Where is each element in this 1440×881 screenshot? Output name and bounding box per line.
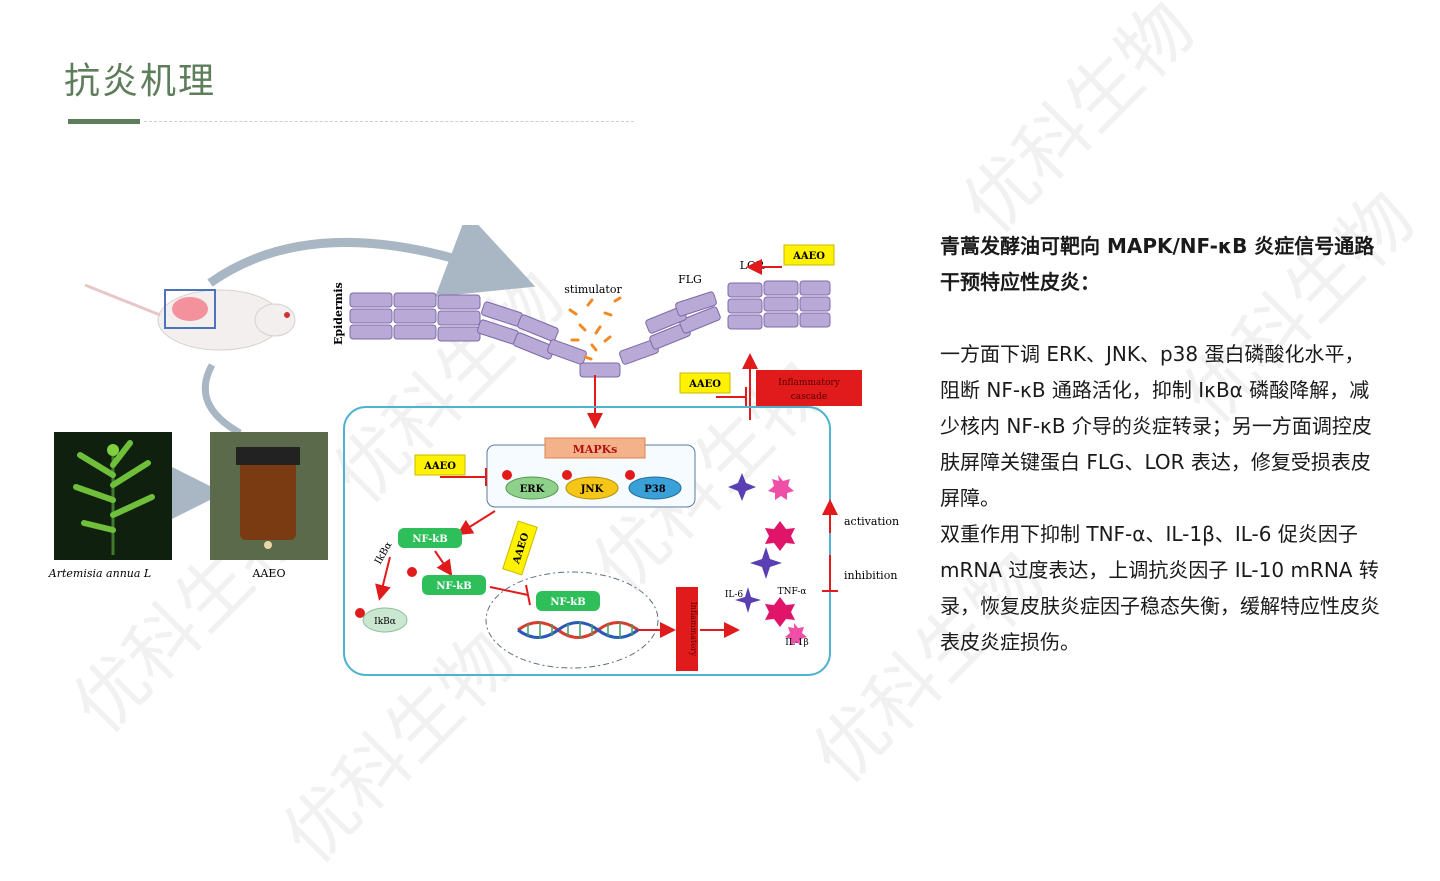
inflammatory-cascade-box — [756, 370, 862, 406]
tnfa-label: TNF-α — [778, 587, 807, 597]
inflammatory-cascade-label: cascade — [791, 392, 828, 402]
epidermis-cells — [349, 280, 831, 378]
svg-text:NF-kB: NF-kB — [412, 534, 447, 545]
svg-text:ERK: ERK — [520, 484, 545, 495]
title-divider — [144, 121, 634, 122]
inflammatory-vertical-box — [676, 587, 698, 671]
phospho-marker — [407, 567, 417, 577]
aaeo-tag: AAEO — [502, 520, 538, 576]
cytokine-symbols — [728, 473, 807, 645]
svg-text:P38: P38 — [644, 484, 665, 495]
nfkb-node — [536, 591, 600, 611]
p38-node — [628, 476, 682, 500]
mapks-tag — [544, 437, 646, 459]
flg-label: FLG — [678, 273, 702, 286]
phospho-markers — [502, 470, 635, 480]
nfkb-node — [398, 528, 462, 548]
aaeo-caption: AAEO — [252, 567, 286, 580]
ikba-label: IkBα — [373, 540, 395, 567]
svg-text:NF-kB: NF-kB — [550, 597, 585, 608]
cell-boundary — [343, 406, 831, 676]
il1b-label: IL-1β — [785, 638, 809, 648]
il6-label: IL-6 — [725, 590, 744, 600]
skin-lesion-marker — [164, 289, 216, 329]
svg-text:AAEO: AAEO — [688, 379, 721, 390]
epidermis-label: Epidermis — [332, 282, 345, 345]
svg-text:AAEO: AAEO — [792, 251, 825, 262]
stimulator-label: stimulator — [564, 283, 622, 296]
description-paragraph: 双重作用下抑制 TNF-α、IL-1β、IL-6 促炎因子 mRNA 过度表达，… — [940, 522, 1380, 654]
svg-text:IkBα: IkBα — [374, 617, 396, 627]
process-arrow — [201, 363, 242, 437]
phospho-marker — [355, 608, 365, 618]
artemisia-plant-image — [54, 432, 172, 560]
inflammatory-vertical-label: Inflammatory — [689, 602, 698, 657]
mouse-illustration — [84, 283, 296, 351]
mechanism-diagram: Artemisia annua L AAEO Epidermis stimula… — [48, 225, 899, 676]
title-underline — [68, 119, 140, 124]
aaeo-tag: AAEO — [679, 372, 731, 394]
nfkb-node — [422, 575, 486, 595]
process-arrow — [207, 225, 536, 297]
inhibition-legend-label: inhibition — [844, 569, 897, 582]
aaeo-tag: AAEO — [414, 454, 466, 476]
description-heading: 青蒿发酵油可靶向 MAPK/NF-κB 炎症信号通路干预特应性皮炎： — [940, 234, 1375, 294]
svg-text:NF-kB: NF-kB — [436, 581, 471, 592]
svg-text:JNK: JNK — [580, 484, 604, 495]
ikba-node — [362, 607, 408, 633]
lor-label: LOR — [740, 259, 765, 272]
description-paragraph: 一方面下调 ERK、JNK、p38 蛋白磷酸化水平，阻断 NF-κB 通路活化，… — [940, 342, 1372, 510]
svg-text:AAEO: AAEO — [423, 461, 456, 472]
erk-node — [505, 476, 559, 500]
stimulator-particles — [568, 296, 622, 361]
page-title: 抗炎机理 — [64, 61, 217, 102]
dna-helix — [517, 621, 639, 639]
aaeo-tag: AAEO — [783, 244, 835, 266]
jnk-node — [565, 476, 619, 500]
description-panel: 青蒿发酵油可靶向 MAPK/NF-κB 炎症信号通路干预特应性皮炎： 一方面下调… — [940, 228, 1380, 660]
inflammatory-cascade-label: Inflammatory — [778, 378, 840, 388]
artemisia-caption: Artemisia annua L — [48, 567, 151, 580]
activation-legend-label: activation — [844, 515, 899, 528]
watermark: 优科生物 — [947, 0, 1211, 249]
aaeo-bottle-image — [210, 432, 328, 560]
nucleus — [485, 571, 659, 669]
mapks-label: MAPKs — [573, 443, 618, 456]
